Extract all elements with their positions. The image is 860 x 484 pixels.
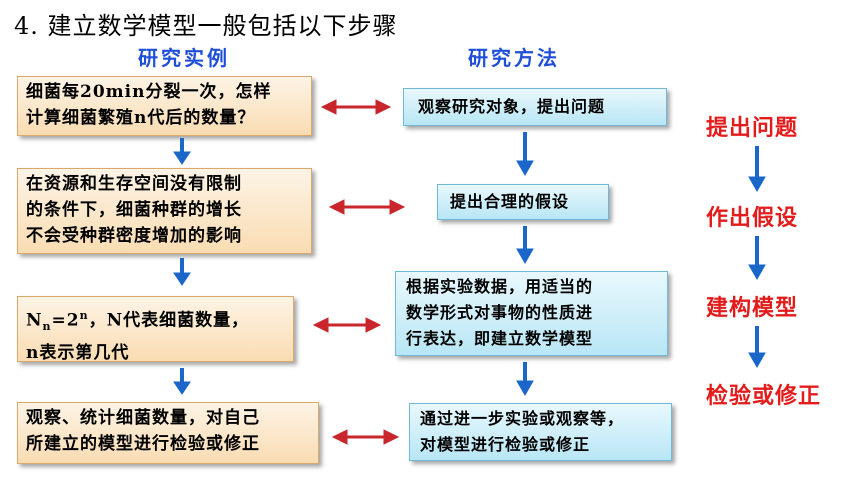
example-box-model: Nn=2n，N代表细菌数量， n表示第几代 — [17, 296, 294, 363]
right-column-header: 研究方法 — [468, 46, 560, 70]
formula-subscript: n — [42, 320, 52, 334]
down-arrow — [516, 226, 534, 265]
box-line: 通过进一步实验或观察等， — [420, 409, 625, 428]
formula-equals: =2 — [51, 310, 80, 331]
step-label-model: 建构模型 — [706, 296, 799, 321]
down-arrow — [748, 326, 766, 369]
down-arrow — [748, 236, 766, 281]
down-arrow — [173, 138, 191, 165]
method-box-verify: 通过进一步实验或观察等， 对模型进行检验或修正 — [409, 403, 672, 461]
down-arrow — [516, 132, 534, 177]
example-box-hypothesis: 在资源和生存空间没有限制 的条件下，细菌种群的增长 不会受种群密度增加的影响 — [17, 168, 312, 254]
down-arrow — [516, 362, 534, 397]
double-arrow — [312, 317, 382, 333]
box-line: 计算细菌繁殖n代后的数量？ — [26, 108, 256, 128]
formula-base: N — [26, 310, 43, 331]
step-label-hypothesis: 作出假设 — [706, 206, 799, 231]
double-arrow — [320, 99, 392, 115]
box-line: 所建立的模型进行检验或修正 — [26, 434, 260, 454]
method-box-model: 根据实验数据，用适当的 数学形式对事物的性质进 行表达，即建立数学模型 — [395, 271, 668, 356]
formula-rest: ，N代表细菌数量， — [88, 310, 250, 331]
box-line: 不会受种群密度增加的影响 — [26, 226, 242, 246]
formula-superscript: n — [79, 309, 89, 322]
box-line: 对模型进行检验或修正 — [420, 435, 591, 454]
box-line: 行表达，即建立数学模型 — [406, 329, 594, 348]
box-line: 提出合理的假设 — [450, 192, 570, 211]
left-column-header: 研究实例 — [138, 46, 230, 70]
down-arrow — [173, 368, 191, 395]
box-line: 细菌每20min分裂一次，怎样 — [26, 82, 272, 102]
example-box-question: 细菌每20min分裂一次，怎样 计算细菌繁殖n代后的数量？ — [17, 76, 312, 136]
model-formula: Nn=2n，N代表细菌数量， — [26, 303, 285, 340]
down-arrow — [748, 146, 766, 193]
box-line: 根据实验数据，用适当的 — [406, 277, 594, 296]
box-line: 数学形式对事物的性质进 — [406, 303, 594, 322]
box-line: 观察、统计细菌数量，对自己 — [26, 408, 260, 428]
page-title: 4. 建立数学模型一般包括以下步骤 — [14, 12, 398, 40]
box-line: 观察研究对象，提出问题 — [418, 97, 606, 116]
double-arrow — [328, 199, 406, 215]
method-box-question: 观察研究对象，提出问题 — [403, 88, 667, 126]
down-arrow — [173, 258, 191, 286]
example-box-verify: 观察、统计细菌数量，对自己 所建立的模型进行检验或修正 — [17, 402, 319, 464]
step-label-question: 提出问题 — [706, 116, 799, 141]
step-label-verify: 检验或修正 — [706, 384, 822, 409]
method-box-hypothesis: 提出合理的假设 — [437, 184, 609, 220]
box-line: n表示第几代 — [26, 343, 130, 364]
double-arrow — [331, 429, 400, 445]
box-line: 在资源和生存空间没有限制 — [26, 174, 242, 194]
box-line: 的条件下，细菌种群的增长 — [26, 200, 242, 220]
